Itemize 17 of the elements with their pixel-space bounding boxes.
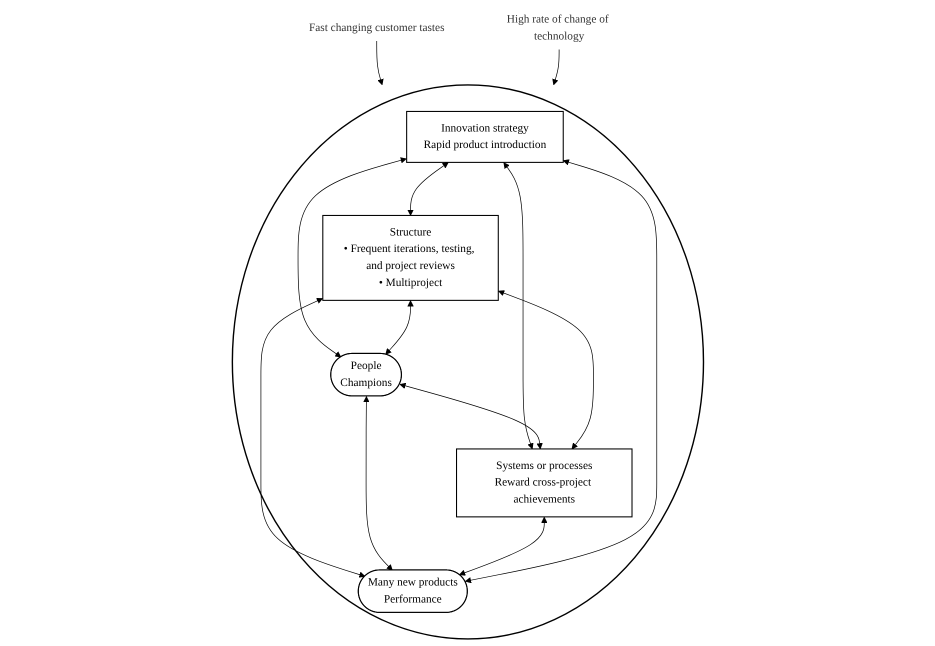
node-box: Systems or processes Reward cross-project achievements [456,448,632,518]
node-box: Structure • Frequent iterations, testing, and project reviews • Multiproject [322,214,498,301]
arrow [297,157,406,358]
node-box: Innovation strategy Rapid product introduction [406,110,564,163]
arrow [407,162,448,216]
arrow [458,516,547,576]
arrow [503,162,533,450]
node-text: High rate of change of technology [506,13,608,42]
arrow [464,159,657,584]
arrow [498,290,594,450]
arrow [362,396,392,571]
arrow [376,40,384,86]
arrow [552,49,560,86]
node-text: Fast changing customer tastes [308,22,444,34]
arrow [399,382,542,450]
arrow [384,300,414,355]
arrow [260,298,365,578]
